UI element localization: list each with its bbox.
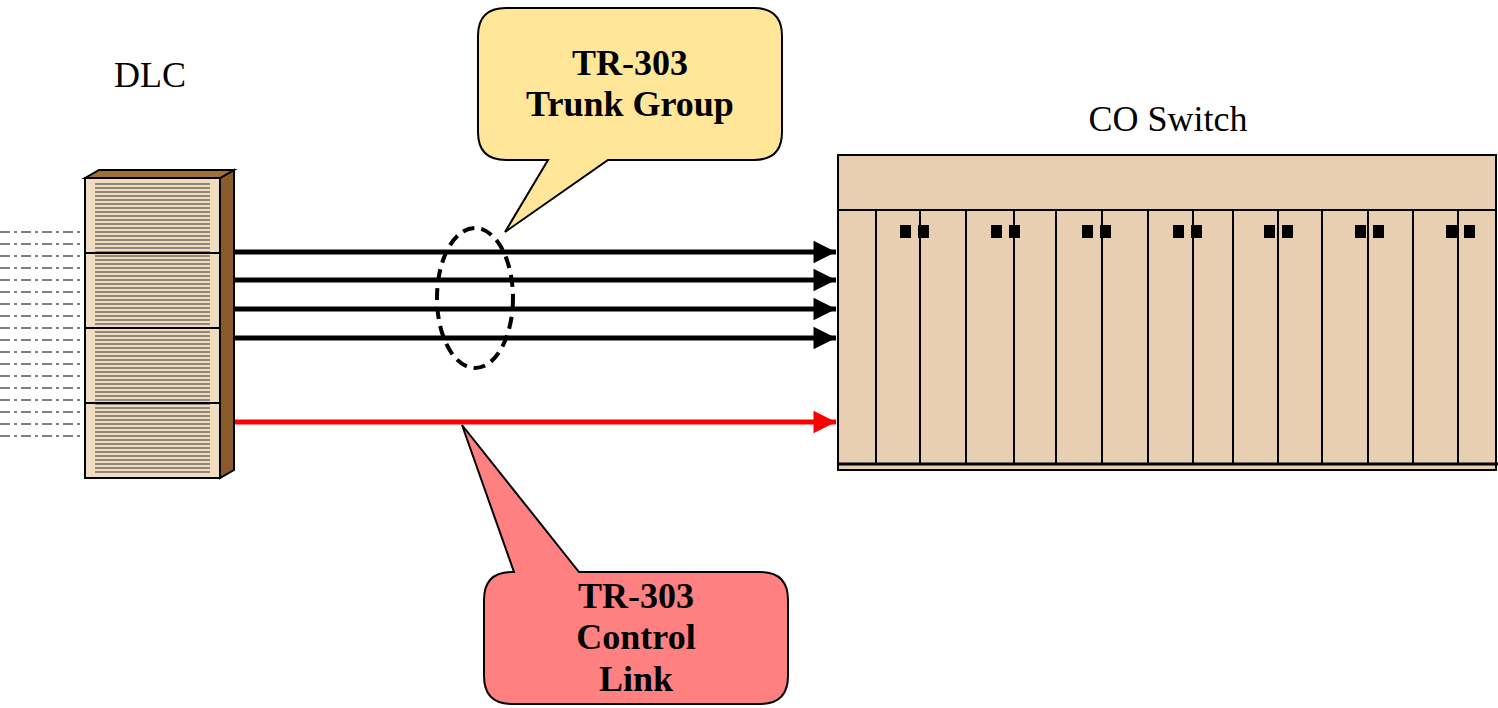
device-label: CO Switch — [838, 98, 1498, 140]
dlc-cabinet — [60, 48, 250, 488]
callout-text: TR-303 Trunk Group — [520, 43, 740, 126]
device-label: DLC — [70, 54, 230, 96]
group-ellipse — [437, 228, 513, 368]
trunk-line — [232, 307, 836, 312]
subscriber-lines — [0, 226, 85, 438]
trunk-line — [232, 250, 836, 255]
control-link — [232, 420, 836, 425]
callout-text: TR-303 Control Link — [546, 576, 726, 700]
switch-frame — [838, 92, 1498, 474]
trunk-line — [232, 336, 836, 341]
trunk-line — [232, 278, 836, 283]
